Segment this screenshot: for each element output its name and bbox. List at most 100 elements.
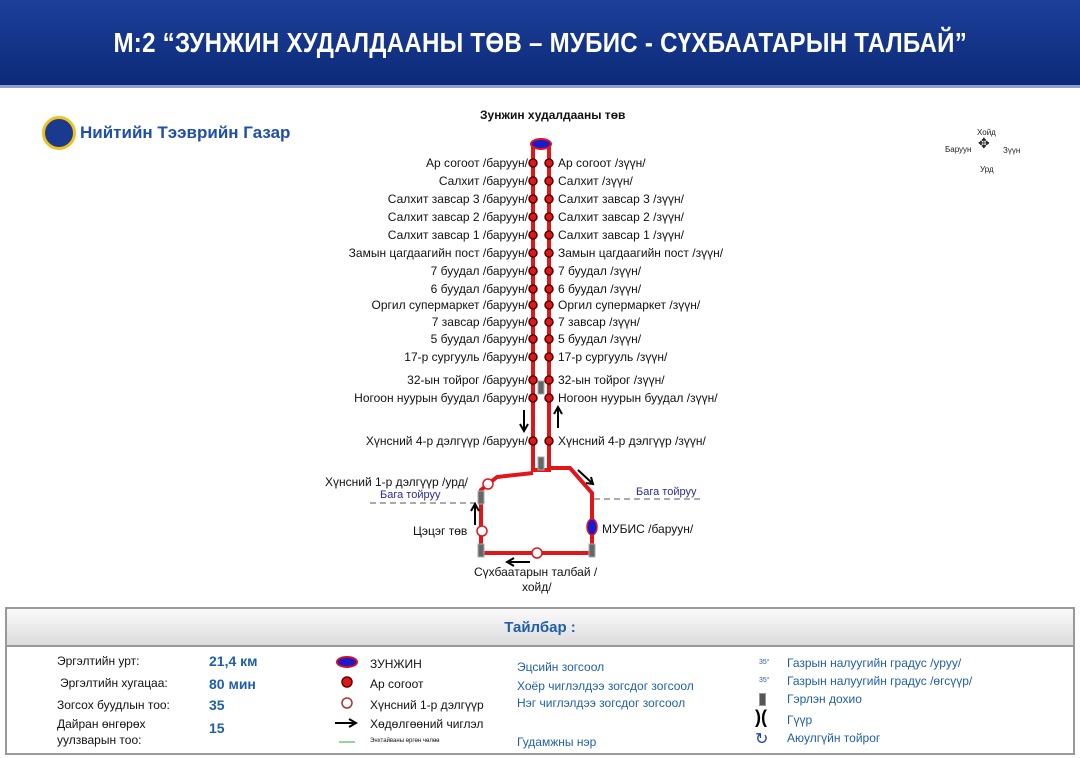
stop-marker	[544, 266, 554, 276]
traffic-light-icon	[759, 693, 766, 706]
stop-marker	[528, 248, 538, 258]
compass: Хойд Баруун Зүүн Урд ✥	[940, 124, 1030, 174]
stop-marker	[528, 352, 538, 362]
stop-marker	[544, 248, 554, 258]
agency-name: Нийтийн Тээврийн Газар	[80, 123, 291, 142]
legend-stop-label: Хүнсний 1-р дэлгүүр	[370, 698, 484, 712]
legend-stop-label: Ар согоот	[370, 677, 424, 691]
legend-misc: Гэрлэн дохио	[787, 692, 862, 706]
direction-arrow-down-icon	[519, 410, 529, 434]
stop-marker	[544, 300, 554, 310]
traffic-light-icon	[477, 543, 485, 558]
stop-label-east: Салхит завсар 2 /зүүн/	[558, 210, 684, 224]
stop-label-east: Салхит завсар 1 /зүүн/	[558, 228, 684, 242]
legend-avenue-label: Энхтайваны өргөн чөлөө	[370, 738, 440, 744]
legend-symbols	[335, 656, 359, 743]
legend-panel: Тайлбар : Эргэлтийн урт: 21,4 км Эргэлти…	[5, 607, 1075, 755]
stop-label-west: Салхит завсар 2 /баруун/	[387, 210, 528, 224]
terminal-label: Зунжин худалдааны төв	[480, 108, 626, 122]
traffic-light-icon	[537, 456, 545, 471]
stop-label-east: 7 буудал /зүүн/	[558, 264, 642, 278]
stop-label-khunsnii1: Хүнсний 1-р дэлгүүр /урд/	[325, 475, 468, 489]
bridge-icon: )(	[755, 707, 767, 727]
stop-label-west: 6 буудал /баруун/	[430, 282, 528, 296]
direction-arrow-icon	[335, 718, 359, 728]
route-title: М:2 “ЗУНЖИН ХУДАЛДААНЫ ТӨВ – МУБИС - СҮХ…	[113, 26, 967, 58]
legend-direction-label: Хөдөлгөөний чиглэл	[370, 717, 484, 731]
stop-label-west: Хүнсний 4-р дэлгүүр /баруун/	[365, 434, 528, 448]
one-way-stop-icon	[341, 697, 353, 709]
stop-marker	[528, 176, 538, 186]
stop-marker	[528, 284, 538, 294]
stat-value: 35	[209, 697, 225, 713]
direction-arrow-down-right-icon	[577, 469, 595, 486]
compass-north: Хойд	[977, 128, 996, 137]
stop-marker	[544, 352, 554, 362]
stop-label-sukhbaatar: Сүхбаатарын талбай /	[474, 565, 598, 579]
traffic-light-icon	[477, 490, 485, 505]
legend-title: Тайлбар :	[504, 618, 576, 636]
stop-label-west: 7 завсар /баруун/	[431, 315, 528, 329]
stat-label: уулзварын тоо:	[57, 733, 142, 747]
stop-marker	[544, 436, 554, 446]
stop-marker	[528, 194, 538, 204]
compass-south: Урд	[980, 165, 994, 174]
slope-down-icon: 35°	[759, 659, 770, 666]
stop-label-west: 5 буудал /баруун/	[430, 332, 528, 346]
stop-label-east: 6 буудал /зүүн/	[558, 282, 642, 296]
stop-label-east: Салхит /зүүн/	[558, 174, 633, 188]
one-way-stop-marker	[531, 547, 543, 559]
stop-label-east: 7 завсар /зүүн/	[558, 315, 640, 329]
stop-label-west: Салхит завсар 3 /баруун/	[387, 192, 528, 206]
legend-misc: Газрын налуугийн градус /өгсүүр/	[787, 674, 973, 688]
stat-label: Дайран өнгөрөх	[57, 717, 146, 731]
stop-label-east: Оргил супермаркет /зүүн/	[558, 298, 701, 312]
stop-marker	[528, 436, 538, 446]
stop-marker	[544, 375, 554, 385]
legend-type: Гудамжны нэр	[517, 735, 597, 749]
stop-label-east: Салхит завсар 3 /зүүн/	[558, 192, 684, 206]
stop-label-mubis: МУБИС /баруун/	[602, 522, 694, 536]
stop-label-east: 32-ын тойрог /зүүн/	[558, 373, 665, 387]
stop-marker	[528, 334, 538, 344]
slope-up-icon: 35°	[759, 677, 770, 684]
stop-label-west: 7 буудал /баруун/	[430, 264, 528, 278]
stat-label: Зогсох буудлын тоо:	[57, 698, 170, 712]
stop-marker	[528, 375, 538, 385]
traffic-light-icon	[537, 380, 545, 395]
two-way-stop-icon	[341, 676, 353, 688]
compass-arrows-icon: ✥	[978, 135, 990, 151]
mubis-terminal-icon	[586, 518, 598, 536]
roundabout-icon: ↻	[755, 731, 769, 748]
compass-east: Зүүн	[1003, 146, 1021, 155]
stop-marker	[544, 194, 554, 204]
stop-marker	[528, 317, 538, 327]
compass-west: Баруун	[945, 145, 972, 154]
stop-marker	[528, 230, 538, 240]
stop-label-east: Ар согоот /зүүн/	[558, 156, 646, 170]
stop-marker	[528, 266, 538, 276]
stop-label-west: Салхит завсар 1 /баруун/	[387, 228, 528, 242]
stop-label-east: Хүнсний 4-р дэлгүүр /зүүн/	[558, 434, 706, 448]
legend-type: Эцсийн зогсоол	[517, 660, 605, 674]
logo: Нийтийн Тээврийн Газар	[42, 116, 290, 150]
legend-misc: Газрын налуугийн градус /уруу/	[787, 656, 962, 670]
route-map	[370, 138, 700, 567]
stop-marker	[528, 300, 538, 310]
stop-marker	[544, 334, 554, 344]
stop-marker	[544, 393, 554, 403]
stop-label-tsetseg: Цэцэг төв	[413, 524, 468, 538]
title-banner: М:2 “ЗУНЖИН ХУДАЛДААНЫ ТӨВ – МУБИС - СҮХ…	[0, 0, 1080, 88]
legend-type: Нэг чиглэлдээ зогсдог зогсоол	[517, 696, 686, 710]
stop-marker	[528, 393, 538, 403]
street-label-baga-toiruu-east: Бага тойруу	[636, 486, 697, 498]
stop-marker	[528, 158, 538, 168]
legend-type: Хоёр чиглэлдээ зогсдог зогсоол	[517, 679, 694, 693]
stop-label-east: 17-р сургууль /зүүн/	[558, 350, 668, 364]
stop-label-west: Салхит /баруун/	[438, 174, 528, 188]
direction-arrow-up-icon	[553, 404, 563, 428]
stop-marker	[544, 230, 554, 240]
stat-label: Эргэлтийн хугацаа:	[60, 676, 168, 690]
stop-label-east: Ногоон нуурын буудал /зүүн/	[558, 391, 718, 405]
legend-misc: Гүүр	[787, 713, 813, 727]
